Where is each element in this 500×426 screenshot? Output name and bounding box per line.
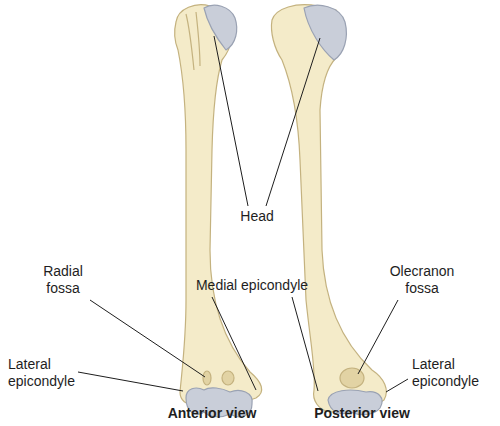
view-title: Anterior view bbox=[168, 405, 257, 422]
leader-line bbox=[386, 379, 408, 392]
anterior-tubercle-groove bbox=[186, 12, 200, 70]
part-label: Head bbox=[240, 208, 273, 225]
part-label: Radial fossa bbox=[32, 263, 94, 297]
part-label: Lateral epicondyle bbox=[412, 356, 492, 390]
view-title: Posterior view bbox=[314, 405, 410, 422]
part-label: Medial epicondyle bbox=[196, 277, 308, 294]
part-label: Olecranon fossa bbox=[382, 263, 462, 297]
leader-line bbox=[358, 300, 398, 374]
leader-line bbox=[266, 38, 320, 206]
anterior-head bbox=[204, 5, 237, 50]
posterior-head bbox=[304, 5, 346, 60]
leader-line bbox=[78, 372, 183, 391]
leader-line bbox=[212, 297, 256, 390]
leader-lines bbox=[78, 36, 408, 392]
radial-fossa-mark bbox=[203, 371, 211, 385]
leader-line bbox=[90, 300, 205, 377]
olecranon-fossa-mark bbox=[340, 368, 364, 388]
anterior-humerus bbox=[175, 5, 262, 405]
coronoid-fossa-mark bbox=[222, 371, 234, 385]
part-label: Lateral epicondyle bbox=[8, 356, 80, 390]
leader-line bbox=[292, 297, 318, 391]
posterior-humerus bbox=[271, 5, 386, 412]
leader-line bbox=[214, 36, 248, 206]
